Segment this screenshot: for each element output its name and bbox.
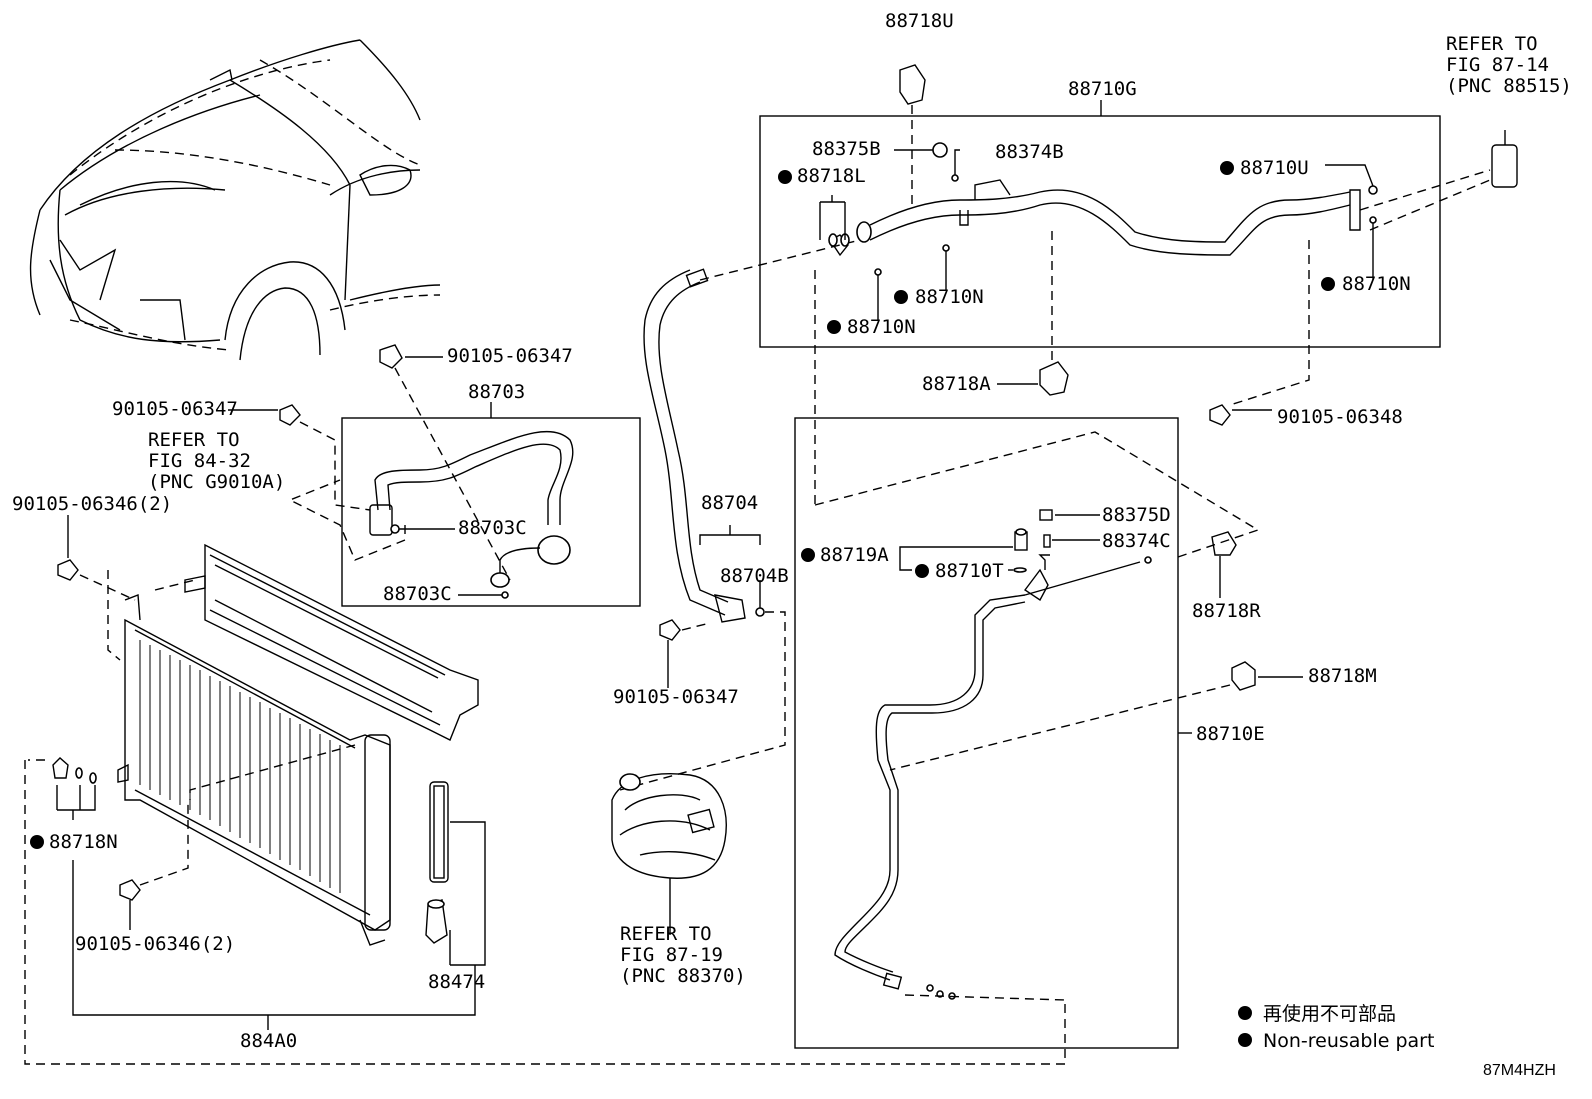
nonreusable-mark-icon xyxy=(1238,1033,1252,1047)
condenser-884A0 xyxy=(117,594,391,946)
label-88718A: 88718A xyxy=(922,373,991,395)
refer-87-19-line1: REFER TO xyxy=(620,923,712,945)
refer-87-14-line2: FIG 87-14 xyxy=(1446,54,1549,76)
refer-87-14-line1: REFER TO xyxy=(1446,33,1538,55)
label-90105-06346-a: 90105-06346(2) xyxy=(12,493,172,515)
label-88718N: 88718N xyxy=(49,831,118,853)
label-88710N-b: 88710N xyxy=(847,316,916,338)
label-88718U: 88718U xyxy=(885,10,954,32)
label-88474: 88474 xyxy=(428,971,485,993)
expansion-valve xyxy=(1491,130,1518,188)
label-88719A: 88719A xyxy=(820,544,889,566)
refer-84-32-line2: FIG 84-32 xyxy=(148,450,251,472)
label-88375B: 88375B xyxy=(812,138,881,160)
label-88374B: 88374B xyxy=(995,141,1064,163)
label-88710G: 88710G xyxy=(1068,78,1137,100)
nonreusable-mark-icon xyxy=(915,564,929,578)
refer-87-14-line3: (PNC 88515) xyxy=(1446,75,1572,97)
label-90105-06347-a: 90105-06347 xyxy=(447,345,573,367)
bolt-90105-06347-b xyxy=(279,404,301,426)
liquid-pipe-88710E xyxy=(834,556,1152,990)
refer-87-19-line3: (PNC 88370) xyxy=(620,965,746,987)
vehicle-front-illustration xyxy=(29,39,441,361)
label-88703C-a: 88703C xyxy=(458,517,527,539)
nonreusable-mark-icon xyxy=(30,835,44,849)
box-88710E xyxy=(794,417,1192,1049)
label-88718L: 88718L xyxy=(797,165,866,187)
label-88703: 88703 xyxy=(468,381,525,403)
refer-84-32-line3: (PNC G9010A) xyxy=(148,471,285,493)
legend: 再使用不可部品 Non-reusable part xyxy=(1238,1003,1434,1052)
nonreusable-mark-icon xyxy=(1220,161,1234,175)
clip-88718U xyxy=(899,64,926,210)
compressor xyxy=(611,773,727,935)
bracket-parts-88718N xyxy=(52,757,97,784)
suction-hose-88710G xyxy=(856,179,1361,256)
nonreusable-mark-icon xyxy=(894,290,908,304)
refer-84-32-line1: REFER TO xyxy=(148,429,240,451)
filter-88474 xyxy=(425,781,449,944)
clip-88718R xyxy=(1211,531,1237,556)
label-88375D: 88375D xyxy=(1102,504,1171,526)
label-88703C-b: 88703C xyxy=(383,583,452,605)
label-88374C: 88374C xyxy=(1102,530,1171,552)
clip-88718A xyxy=(1039,230,1069,396)
nonreusable-mark-icon xyxy=(1238,1006,1252,1020)
legend-jp: 再使用不可部品 xyxy=(1263,1003,1396,1025)
bolt-90105-06348 xyxy=(1209,404,1231,426)
nonreusable-mark-icon xyxy=(778,170,792,184)
label-88710E: 88710E xyxy=(1196,723,1265,745)
receiver-tank xyxy=(184,543,479,741)
legend-en: Non-reusable part xyxy=(1263,1030,1434,1052)
label-884A0: 884A0 xyxy=(240,1030,297,1052)
label-88710N-c: 88710N xyxy=(1342,273,1411,295)
label-90105-06346-b: 90105-06346(2) xyxy=(75,933,235,955)
bolt-90105-06346-a xyxy=(57,559,79,581)
clip-88718M xyxy=(1231,661,1256,691)
label-90105-06347-b: 90105-06347 xyxy=(112,398,238,420)
label-90105-06348: 90105-06348 xyxy=(1277,406,1403,428)
label-88710U: 88710U xyxy=(1240,157,1309,179)
label-88704: 88704 xyxy=(701,492,758,514)
label-88718R: 88718R xyxy=(1192,600,1261,622)
nonreusable-mark-icon xyxy=(801,548,815,562)
bolt-90105-06346-b xyxy=(119,879,141,901)
nonreusable-mark-icon xyxy=(1321,277,1335,291)
hose-88704 xyxy=(643,268,746,623)
label-88718M: 88718M xyxy=(1308,665,1377,687)
label-88704B: 88704B xyxy=(720,565,789,587)
box-88703 xyxy=(341,402,641,607)
discharge-hose-88703 xyxy=(369,430,574,588)
label-90105-06347-c: 90105-06347 xyxy=(613,686,739,708)
switch-88719A xyxy=(1014,528,1028,551)
refer-87-19-line2: FIG 87-19 xyxy=(620,944,723,966)
label-88710N-a: 88710N xyxy=(915,286,984,308)
condenser-fins xyxy=(139,640,341,893)
label-88710T: 88710T xyxy=(935,560,1004,582)
nonreusable-mark-icon xyxy=(827,320,841,334)
box-88710G xyxy=(759,100,1441,348)
bolt-90105-06347-c xyxy=(659,619,681,641)
bolt-90105-06347-a xyxy=(379,344,511,581)
diagram-code: 87M4HZH xyxy=(1483,1062,1556,1079)
